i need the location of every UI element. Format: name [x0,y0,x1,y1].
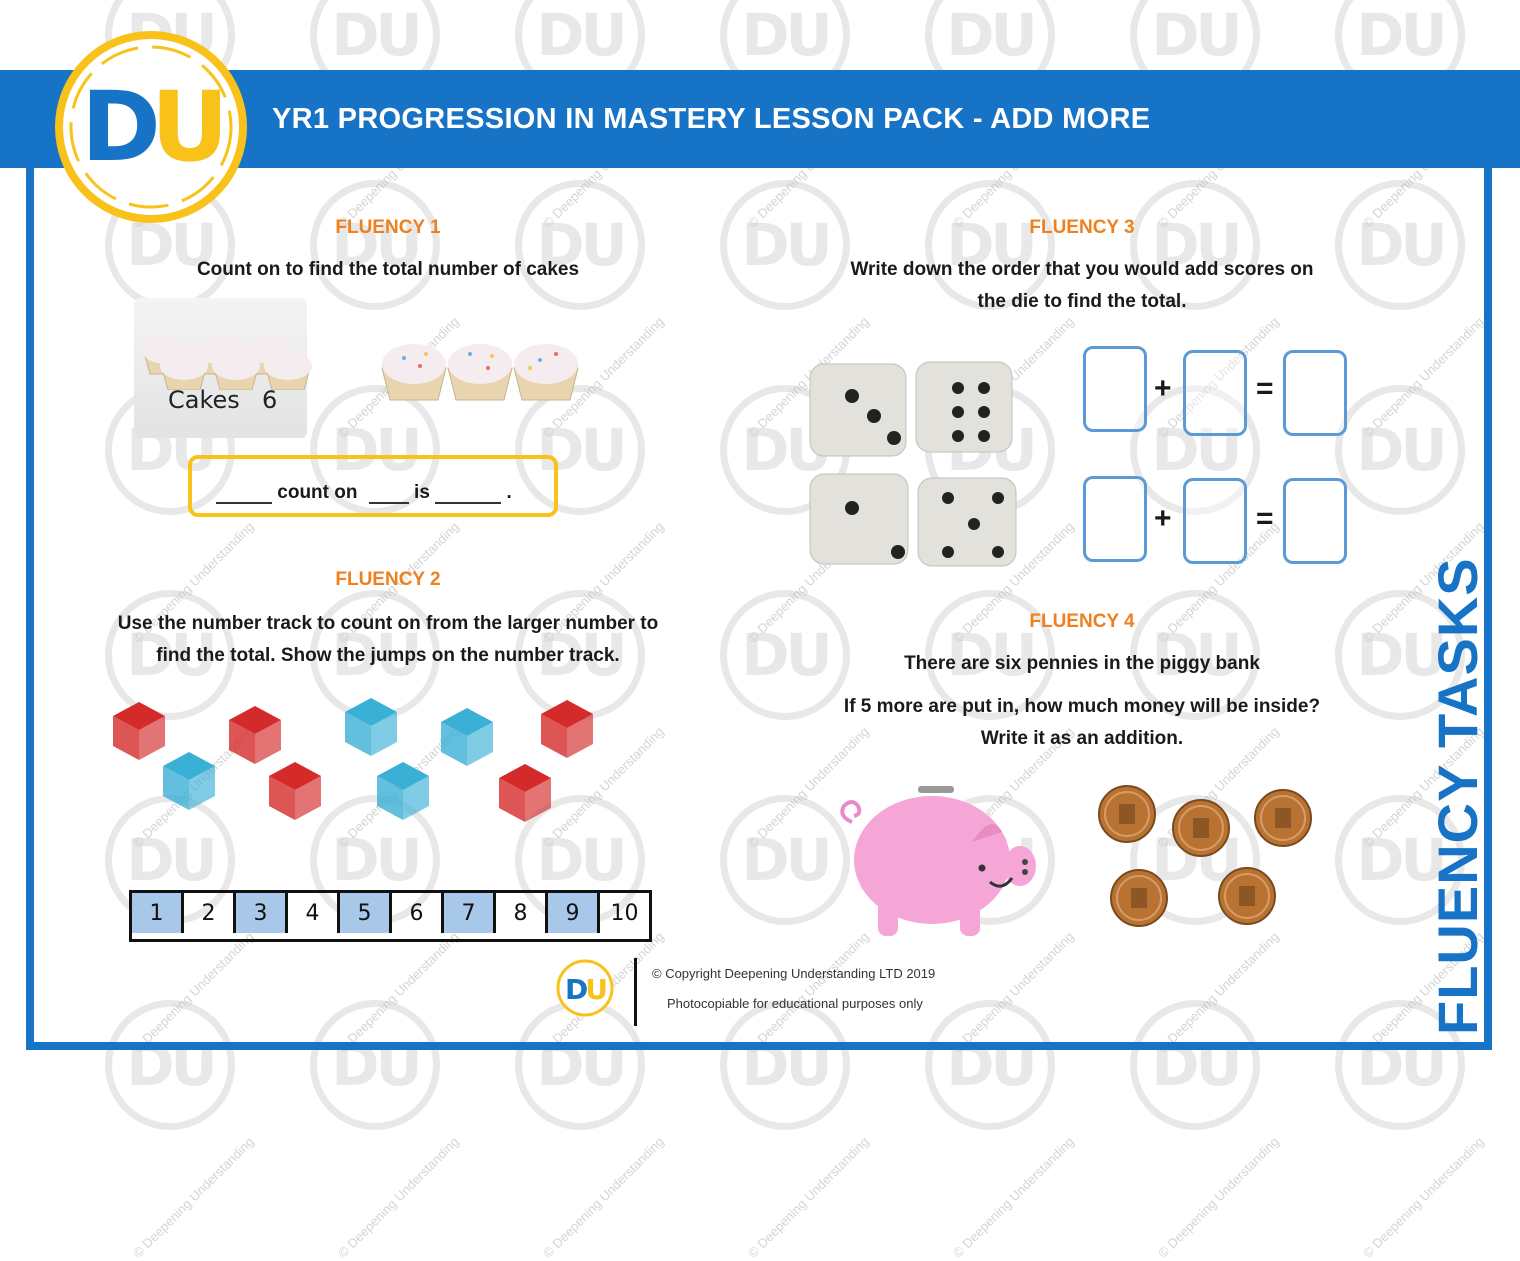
answer-box[interactable] [1183,478,1247,564]
track-cell[interactable]: 4 [288,893,340,933]
plus-sign: + [1154,502,1172,535]
loose-cupcakes [381,344,579,401]
track-cell[interactable]: 8 [496,893,548,933]
linking-cubes [113,698,593,822]
fluency3-title: FLUENCY 3 [1029,217,1135,238]
die-five [917,477,1017,567]
watermark-text: © Deepening Understanding [335,1133,462,1261]
watermark-text: © Deepening Understanding [1155,1133,1282,1261]
fluency2-instruction-line1: Use the number track to count on from th… [117,613,659,634]
sentence-part2: is [414,482,430,503]
die-two [809,473,909,565]
footer-copyright: © Copyright Deepening Understanding LTD … [652,966,936,981]
watermark-text: © Deepening Understanding [1360,1133,1487,1261]
equals-sign: = [1256,502,1274,535]
sentence-box [188,455,558,517]
side-label: FLUENCY TASKS [1426,557,1489,1035]
boxed-cupcakes [142,336,312,390]
answer-box[interactable] [1083,346,1147,432]
cakes-number: 6 [262,386,278,414]
penny-icon [1098,785,1156,843]
watermark-text: © Deepening Understanding [950,1133,1077,1261]
penny-icon [1254,789,1312,847]
answer-box[interactable] [1183,350,1247,436]
track-cell[interactable]: 3 [236,893,288,933]
penny-icon [1218,867,1276,925]
fluency3-instruction-line2: the die to find the total. [977,291,1187,312]
die-six [915,361,1013,453]
track-cell[interactable]: 6 [392,893,444,933]
sentence-part1: count on [277,482,358,503]
watermark-text: © Deepening Understanding [540,1133,667,1261]
track-cell[interactable]: 9 [548,893,600,933]
fluency2-instruction-line2: find the total. Show the jumps on the nu… [156,645,620,666]
penny-icon [1110,869,1168,927]
fluency2-title: FLUENCY 2 [335,569,441,590]
fluency4-line2: If 5 more are put in, how much money wil… [843,696,1321,717]
plus-sign: + [1154,372,1172,405]
svg-text:DU: DU [565,973,606,1006]
page-title: YR1 PROGRESSION IN MASTERY LESSON PACK -… [272,103,1151,135]
track-cell[interactable]: 1 [132,893,184,933]
cakes-label: Cakes [168,386,240,414]
answer-box[interactable] [1283,478,1347,564]
answer-blank[interactable] [368,482,409,504]
track-cell[interactable]: 7 [444,893,496,933]
piggy-bank-icon [840,786,1036,936]
fluency3-instruction-line1: Write down the order that you would add … [850,259,1314,280]
watermark-text: © Deepening Understanding [130,1133,257,1261]
track-cell[interactable]: 2 [184,893,236,933]
svg-text:DU: DU [81,71,221,183]
fluency4-line3: Write it as an addition. [980,728,1184,749]
fluency1-sentence: count on is . [216,482,512,504]
track-cell[interactable]: 10 [610,900,639,926]
fluency1-title: FLUENCY 1 [335,217,441,238]
dice-group [809,361,1017,567]
fluency4-title: FLUENCY 4 [1029,611,1135,632]
pennies [1098,785,1312,927]
fluency4-line1: There are six pennies in the piggy bank [904,653,1260,674]
die-three [809,363,907,457]
footer-divider [634,958,637,1026]
track-cell[interactable]: 5 [340,893,392,933]
sentence-end: . [506,482,512,503]
answer-blank[interactable] [216,482,272,504]
answer-box[interactable] [1083,476,1147,562]
equals-sign: = [1256,372,1274,405]
page-frame [26,160,1492,1050]
watermark-text: © Deepening Understanding [745,1133,872,1261]
footer-du-logo-icon: DU [556,959,614,1017]
du-logo-icon: DU [55,31,247,223]
answer-blank[interactable] [435,482,502,504]
fluency1-instruction: Count on to find the total number of cak… [196,259,580,280]
footer-photocopiable: Photocopiable for educational purposes o… [667,996,923,1011]
answer-box[interactable] [1283,350,1347,436]
header-bar [0,70,1520,168]
penny-icon [1172,799,1230,857]
